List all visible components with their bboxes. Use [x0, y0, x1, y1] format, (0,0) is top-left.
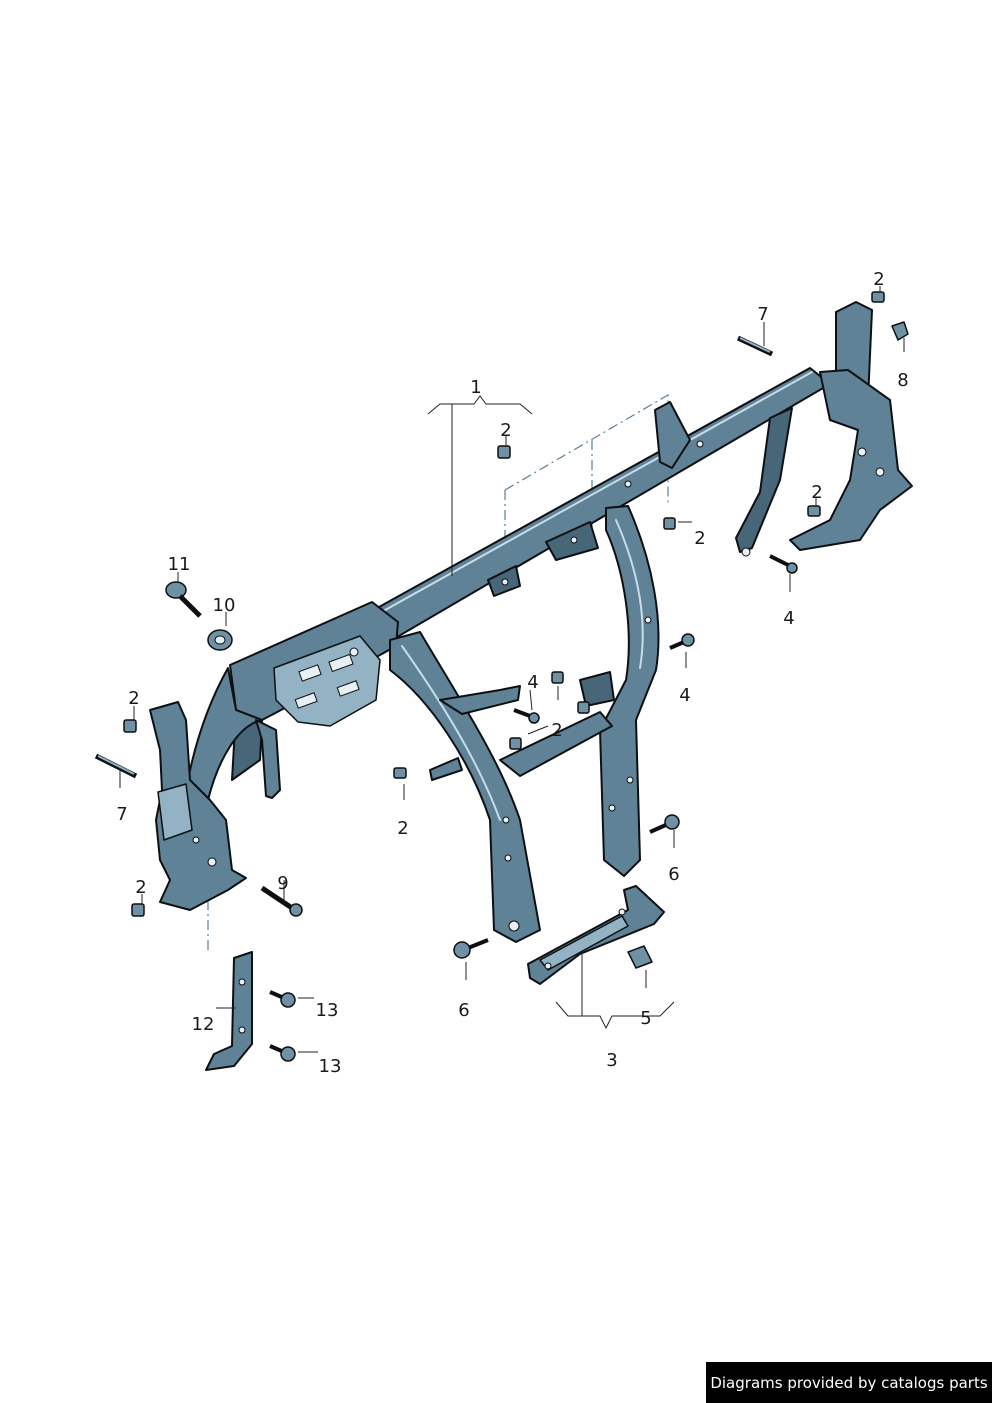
clip-nut-icon	[807, 505, 821, 517]
credit-banner: Diagrams provided by catalogs parts	[706, 1362, 992, 1403]
bushing-icon	[207, 629, 233, 651]
clip-nut-icon	[123, 719, 137, 733]
left-end-bracket	[149, 701, 247, 911]
callout-2: 2	[551, 720, 562, 741]
screw-icon	[269, 990, 296, 1008]
nut-icon	[627, 945, 653, 969]
callout-11: 11	[168, 554, 191, 575]
callout-4: 4	[679, 685, 690, 706]
clip-nut-icon	[871, 291, 885, 303]
callout-6: 6	[668, 864, 679, 885]
side-bracket	[205, 951, 253, 1071]
cross-member-beam	[185, 367, 831, 801]
bolt-icon	[513, 708, 540, 724]
leader-lines	[119, 286, 905, 1053]
center-supports	[389, 505, 660, 943]
callout-7: 7	[116, 804, 127, 825]
callout-6: 6	[458, 1000, 469, 1021]
callout-7: 7	[757, 304, 768, 325]
callout-2: 2	[500, 420, 511, 441]
callout-labels: 1 2 2 2 2 2 2 2 2 3 4 4 4 5 6 6 7 7 8 9 …	[116, 269, 908, 1077]
clip-nut-icon	[577, 701, 590, 714]
bolt-icon	[453, 938, 489, 959]
lower-brace	[527, 885, 665, 985]
clip-nut-icon	[551, 671, 564, 684]
bolt-icon	[649, 814, 680, 834]
callout-2: 2	[128, 688, 139, 709]
callout-8: 8	[897, 370, 908, 391]
callout-2: 2	[135, 877, 146, 898]
stud-icon	[94, 753, 138, 779]
stud-icon	[736, 335, 774, 357]
clip-nut-icon	[393, 767, 407, 779]
callout-4: 4	[783, 608, 794, 629]
callout-9: 9	[277, 873, 288, 894]
callout-2: 2	[397, 818, 408, 839]
callout-3: 3	[606, 1050, 617, 1071]
clip-nut-icon	[663, 517, 676, 530]
screw-icon	[269, 1044, 296, 1062]
bolt-icon	[769, 554, 798, 574]
callout-2: 2	[694, 528, 705, 549]
callout-13: 13	[319, 1056, 342, 1077]
clip-nut-icon	[509, 737, 522, 750]
bolt-icon	[669, 633, 695, 650]
callout-2: 2	[811, 482, 822, 503]
bolt-icon	[165, 581, 202, 618]
callout-1: 1	[470, 377, 481, 398]
clip-nut-icon	[497, 445, 511, 459]
callout-10: 10	[213, 595, 236, 616]
callout-5: 5	[640, 1008, 651, 1029]
callout-13: 13	[316, 1000, 339, 1021]
callout-2: 2	[873, 269, 884, 290]
fasteners	[94, 291, 885, 1062]
right-end-bracket	[735, 301, 913, 557]
callout-4: 4	[527, 672, 538, 693]
callout-12: 12	[192, 1014, 215, 1035]
bolt-icon	[260, 885, 303, 917]
clip-nut-icon	[131, 903, 145, 917]
